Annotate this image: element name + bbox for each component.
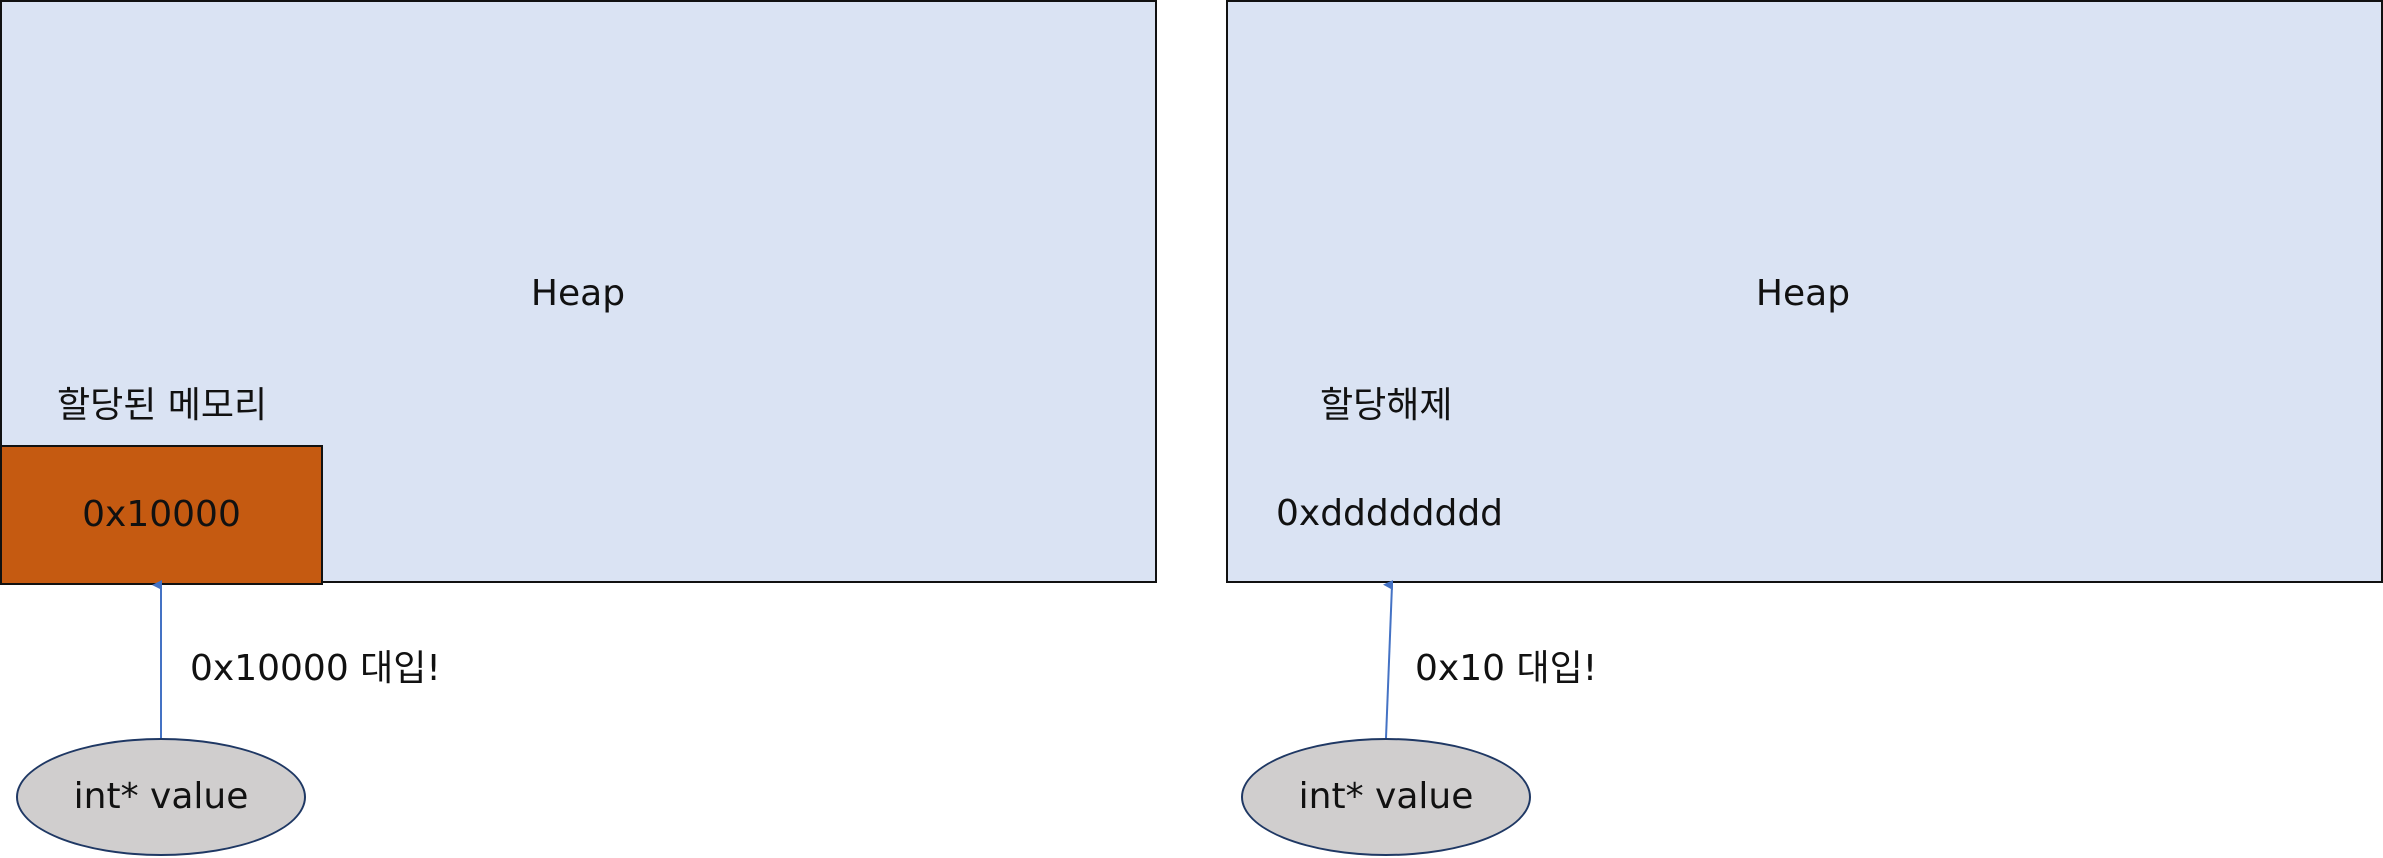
heap-region-right: [1226, 0, 2383, 583]
freed-memory-value: 0xdddddddd: [1276, 493, 1504, 534]
pointer-variable-left: int* value: [16, 738, 306, 856]
heap-label-left: Heap: [530, 273, 626, 314]
pointer-variable-right: int* value: [1241, 738, 1531, 856]
assignment-label-right: 0x10 대입!: [1415, 648, 1598, 689]
allocated-memory-caption: 할당된 메모리: [57, 385, 268, 426]
freed-memory-caption: 할당해제: [1320, 385, 1453, 426]
pointer-variable-label-left: int* value: [73, 776, 249, 817]
assignment-arrow-right: [1383, 580, 1394, 739]
allocated-memory-address: 0x10000: [82, 494, 241, 535]
pointer-variable-label-right: int* value: [1298, 776, 1474, 817]
heap-label-right: Heap: [1755, 273, 1851, 314]
allocated-memory-block: 0x10000: [0, 445, 323, 585]
assignment-label-left: 0x10000 대입!: [190, 648, 441, 689]
